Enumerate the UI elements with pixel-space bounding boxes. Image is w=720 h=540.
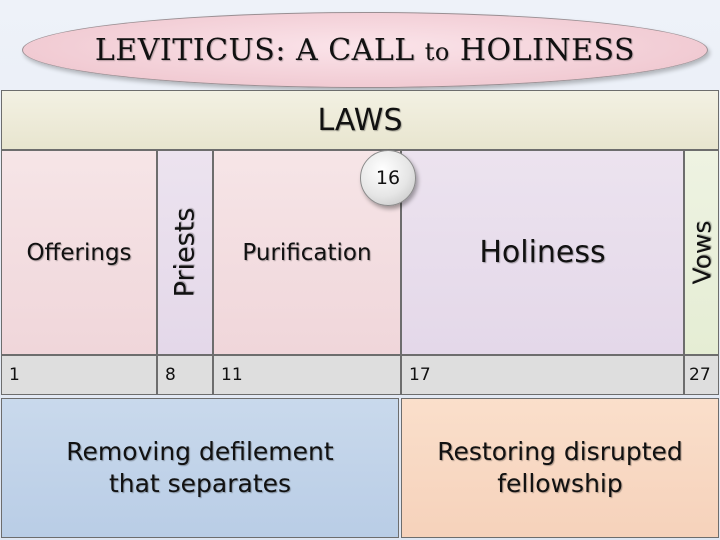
chapter-number: 17 — [409, 365, 431, 385]
chapter-number: 27 — [689, 365, 711, 385]
chapter-number: 1 — [9, 365, 20, 385]
section-vows-label: Vows — [687, 220, 716, 285]
chapter-number: 8 — [165, 365, 176, 385]
theme-removing-defilement: Removing defilement that separates — [1, 398, 399, 538]
title-part-1: LEVITICUS: A CALL — [94, 32, 425, 68]
section-priests-label: Priests — [169, 207, 201, 298]
section-holiness-label: Holiness — [479, 235, 606, 270]
title-part-2: HOLINESS — [449, 32, 636, 68]
chapter-cell-vows: 27 — [684, 355, 719, 395]
section-priests: Priests — [157, 150, 213, 355]
theme-right-text: Restoring disrupted fellowship — [437, 437, 683, 498]
section-vows: Vows — [684, 150, 719, 355]
theme-restoring-fellowship: Restoring disrupted fellowship — [401, 398, 719, 538]
section-purification-label: Purification — [242, 239, 372, 266]
chapter-cell-purification: 11 — [213, 355, 401, 395]
section-offerings-label: Offerings — [26, 239, 132, 266]
chapter-cell-holiness: 17 — [401, 355, 684, 395]
page-title: LEVITICUS: A CALL to HOLINESS — [95, 33, 635, 68]
title-banner: LEVITICUS: A CALL to HOLINESS — [22, 12, 708, 88]
laws-header: LAWS — [1, 90, 719, 150]
chapter-cell-priests: 8 — [157, 355, 213, 395]
chapter-number: 11 — [221, 365, 243, 385]
section-holiness: Holiness — [401, 150, 684, 355]
chapter-cell-offerings: 1 — [1, 355, 157, 395]
section-offerings: Offerings — [1, 150, 157, 355]
title-part-to: to — [424, 37, 450, 66]
chapter-16-badge: 16 — [360, 150, 416, 206]
theme-left-text: Removing defilement that separates — [66, 437, 334, 498]
